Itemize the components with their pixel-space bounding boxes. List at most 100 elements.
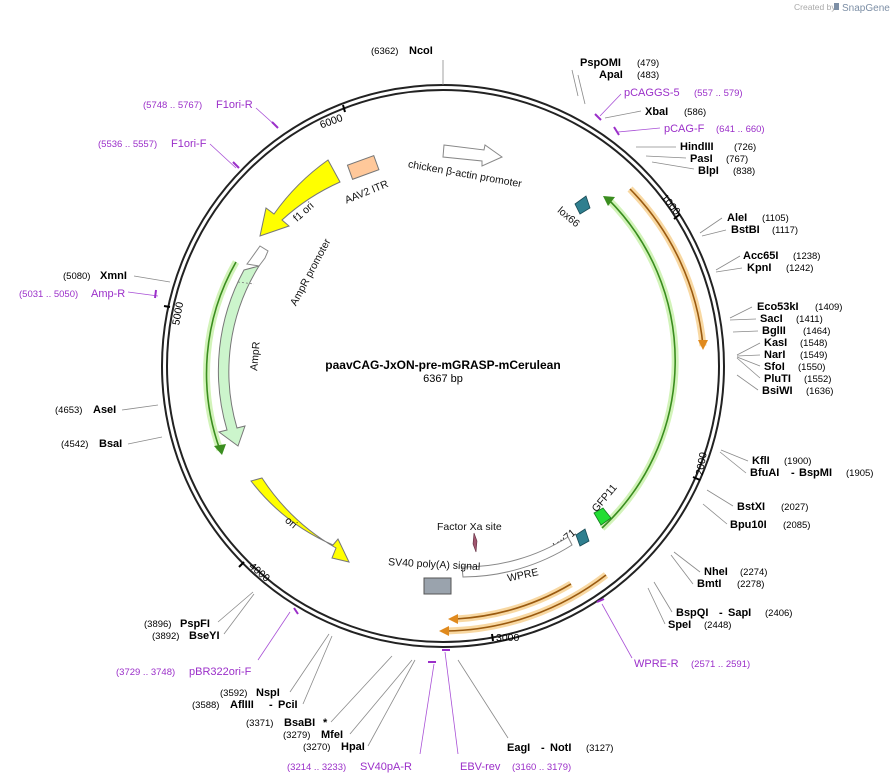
primer-leader-pcaggs5 (599, 93, 622, 117)
enzyme-bsai[interactable]: BsaI (99, 438, 122, 450)
primer-pcagf[interactable]: pCAG-F (664, 123, 705, 135)
enzyme-ncoi-pos: (6362) (371, 46, 398, 57)
enzyme-spei-pos: (2448) (704, 620, 731, 631)
enzyme-saci[interactable]: SacI (760, 313, 783, 325)
enzyme-sfoi[interactable]: SfoI (764, 361, 785, 373)
enzyme-bstbi[interactable]: BstBI (731, 224, 760, 236)
enzyme-blpi[interactable]: BlpI (698, 165, 719, 177)
primer-f1orif[interactable]: F1ori-F (171, 138, 207, 150)
primer-sv40par[interactable]: SV40pA-R (360, 761, 412, 773)
enzyme-apai[interactable]: ApaI (599, 69, 623, 81)
leader-afliii (302, 635, 333, 705)
primer-pcagf-range: (641 .. 660) (716, 124, 765, 135)
enzyme-noti[interactable]: NotI (550, 742, 571, 754)
enzyme-bsai-pos: (4542) (61, 439, 88, 450)
lox71-arrow[interactable] (575, 528, 590, 547)
primer-pbr322orif[interactable]: pBR322ori-F (189, 666, 252, 678)
tick-3000-mark (491, 633, 494, 642)
features: chicken β-actin promoter lox66 GFP11 lox… (203, 144, 708, 636)
tick-2000-mark (692, 476, 701, 481)
green-arc-left-line (205, 261, 237, 451)
enzyme-spei[interactable]: SpeI (668, 619, 691, 631)
primer-sv40par-range: (3214 .. 3233) (287, 762, 346, 773)
enzyme-xbai[interactable]: XbaI (645, 106, 668, 118)
ori-label: ori (282, 514, 299, 531)
enzyme-nhei[interactable]: NheI (704, 566, 728, 578)
wpre-arrow[interactable] (461, 536, 573, 578)
leader-kfli (720, 449, 749, 462)
enzyme-bspqi[interactable]: BspQI (676, 607, 708, 619)
enzyme-pasi[interactable]: PasI (690, 153, 713, 165)
enzyme-eagi[interactable]: EagI (507, 742, 530, 754)
enzyme-bsabi-pos: (3371) (246, 718, 273, 729)
enzyme-hindiii[interactable]: HindIII (680, 141, 714, 153)
enzyme-bmti[interactable]: BmtI (697, 578, 721, 590)
leader-acc65i (715, 255, 741, 271)
enzyme-pspfi[interactable]: PspFI (180, 618, 210, 630)
primer-wprer[interactable]: WPRE-R (634, 658, 679, 670)
f1-ori-arrow[interactable] (259, 159, 341, 237)
lox66-arrow[interactable] (574, 195, 591, 215)
leader-bstxi (706, 489, 734, 507)
enzyme-afliii[interactable]: AflIII (230, 699, 254, 711)
enzyme-bfuai-pos: (1905) (846, 468, 873, 479)
enzyme-acc65i[interactable]: Acc65I (743, 250, 778, 262)
green-arc-right-head-icon (603, 196, 615, 206)
aav2-itr-box[interactable] (346, 154, 380, 180)
enzyme-bspmi[interactable]: BspMI (799, 467, 832, 479)
primer-f1orir[interactable]: F1ori-R (216, 99, 253, 111)
sv40-polya-box[interactable] (423, 577, 452, 595)
enzyme-bsiwi-pos: (1636) (806, 386, 833, 397)
enzyme-pluti[interactable]: PluTI (764, 373, 791, 385)
enzyme-bsabi[interactable]: BsaBI (284, 717, 315, 729)
leader-pspomi-apai (571, 69, 579, 97)
gfp11-arrow[interactable] (593, 507, 612, 526)
ampr-promoter-arrow[interactable] (246, 245, 269, 267)
primer-pcaggs5[interactable]: pCAGGS-5 (624, 87, 680, 99)
enzyme-asei[interactable]: AseI (93, 404, 116, 416)
enzyme-bstbi-pos: (1117) (772, 225, 798, 236)
primer-ebvrev[interactable]: EBV-rev (460, 761, 501, 773)
primer-mark-pbr322orif (293, 607, 299, 615)
enzyme-nari-pos: (1549) (800, 350, 827, 361)
primer-f1orir-range: (5748 .. 5767) (143, 100, 202, 111)
enzyme-kpni[interactable]: KpnI (747, 262, 771, 274)
enzyme-bsiwi[interactable]: BsiWI (762, 385, 793, 397)
enzyme-ncoi[interactable]: NcoI (409, 45, 433, 57)
enzyme-bfuai[interactable]: BfuAI (750, 467, 779, 479)
enzyme-sapi[interactable]: SapI (728, 607, 751, 619)
enzyme-mfei[interactable]: MfeI (321, 729, 343, 741)
enzyme-kfli[interactable]: KflI (752, 455, 770, 467)
enzyme-eco53ki[interactable]: Eco53kI (757, 301, 799, 313)
enzyme-blpi-pos: (838) (733, 166, 755, 177)
primer-ebvrev-range: (3160 .. 3179) (512, 762, 571, 773)
primer-ampr[interactable]: Amp-R (91, 288, 125, 300)
orange-arc-lower-1-line (455, 583, 572, 620)
leader-alei (699, 217, 723, 234)
enzyme-bglii[interactable]: BglII (762, 325, 786, 337)
enzyme-alei[interactable]: AleI (727, 212, 747, 224)
ampr-arrow[interactable] (217, 265, 261, 447)
enzyme-bpu10i[interactable]: Bpu10I (730, 519, 767, 531)
ampr-divider (237, 281, 255, 285)
chicken-beta-actin-promoter-arrow[interactable] (442, 144, 504, 167)
primer-mark-wprer (596, 598, 605, 603)
enzyme-hpai[interactable]: HpaI (341, 741, 365, 753)
backbone-inner (166, 89, 720, 643)
enzyme-bstxi[interactable]: BstXI (737, 501, 765, 513)
leader-bfuai (719, 451, 747, 474)
ori-arrow[interactable] (250, 477, 350, 563)
enzyme-pcii[interactable]: PciI (278, 699, 298, 711)
enzyme-leaders (121, 60, 761, 747)
enzyme-pspomi[interactable]: PspOMI (580, 57, 621, 69)
leader-kasi (736, 342, 761, 356)
enzyme-apai-pos: (483) (637, 70, 659, 81)
enzyme-nspi[interactable]: NspI (256, 687, 280, 699)
enzyme-kasi[interactable]: KasI (764, 337, 787, 349)
primer-labels: pCAGGS-5 (557 .. 579) pCAG-F (641 .. 660… (19, 87, 765, 773)
enzyme-bseyi[interactable]: BseYI (189, 630, 220, 642)
factor-xa-site-marker[interactable] (472, 532, 478, 553)
enzyme-xmni-pos: (5080) (63, 271, 90, 282)
enzyme-xmni[interactable]: XmnI (100, 270, 127, 282)
enzyme-nari[interactable]: NarI (764, 349, 785, 361)
